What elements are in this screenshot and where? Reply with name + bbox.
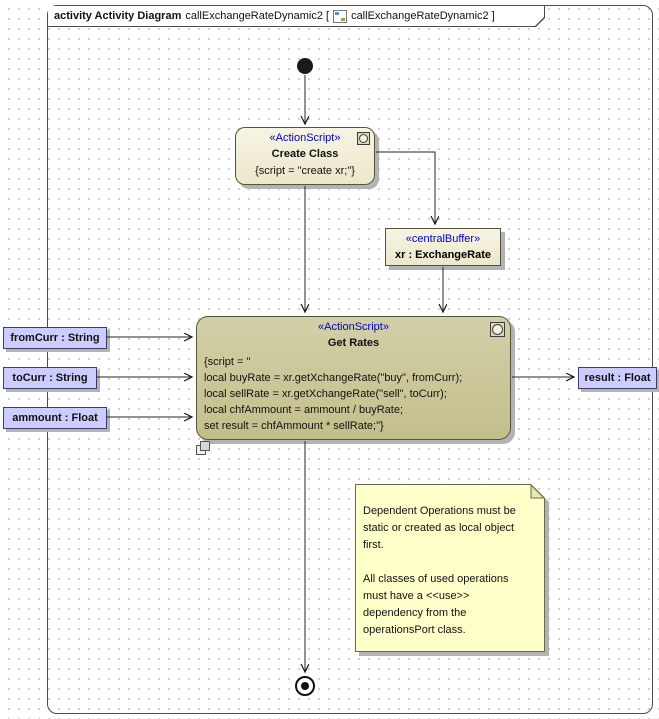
frame-header-content: activity Activity Diagram callExchangeRa…: [48, 6, 544, 26]
action-script-body: {script = "create xr;"}: [255, 165, 355, 177]
final-node-dot: [301, 682, 309, 690]
behavior-indicator-icon: [196, 441, 210, 455]
central-buffer-node[interactable]: «centralBuffer» xr : ExchangeRate: [385, 228, 501, 266]
script-icon: [357, 132, 370, 145]
stereotype-label: «ActionScript»: [318, 321, 389, 333]
activity-frame-border: [47, 5, 653, 714]
note-text: Dependent Operations must be static or c…: [363, 505, 516, 636]
note-paper: [356, 485, 544, 651]
diagram-icon: [333, 10, 347, 23]
script-icon: [490, 322, 505, 337]
frame-header-tab[interactable]: activity Activity Diagram callExchangeRa…: [48, 6, 545, 27]
activity-final-node[interactable]: [295, 676, 315, 696]
action-create-class[interactable]: «ActionScript» Create Class {script = "c…: [235, 127, 375, 185]
activity-parameter-result[interactable]: result : Float: [578, 367, 657, 389]
activity-parameter-ammount[interactable]: ammount : Float: [3, 407, 107, 429]
frame-keyword: activity Activity Diagram: [54, 10, 182, 22]
action-name: Get Rates: [327, 337, 380, 349]
frame-name: callExchangeRateDynamic2 [: [185, 10, 330, 22]
comment-note[interactable]: Dependent Operations must be static or c…: [355, 484, 545, 652]
action-name: Create Class: [271, 148, 339, 160]
activity-parameter-fromcurr[interactable]: fromCurr : String: [3, 327, 107, 349]
action-script-body: {script = " local buyRate = xr.getXchang…: [204, 356, 463, 432]
buffer-name: xr : ExchangeRate: [395, 249, 491, 261]
stereotype-label: «ActionScript»: [269, 132, 341, 144]
stereotype-label: «centralBuffer»: [405, 233, 481, 245]
initial-node[interactable]: [297, 58, 313, 74]
frame-diagram-name: callExchangeRateDynamic2 ]: [351, 10, 495, 22]
activity-parameter-tocurr[interactable]: toCurr : String: [3, 367, 97, 389]
action-get-rates[interactable]: «ActionScript» Get Rates {script = " loc…: [196, 316, 511, 440]
